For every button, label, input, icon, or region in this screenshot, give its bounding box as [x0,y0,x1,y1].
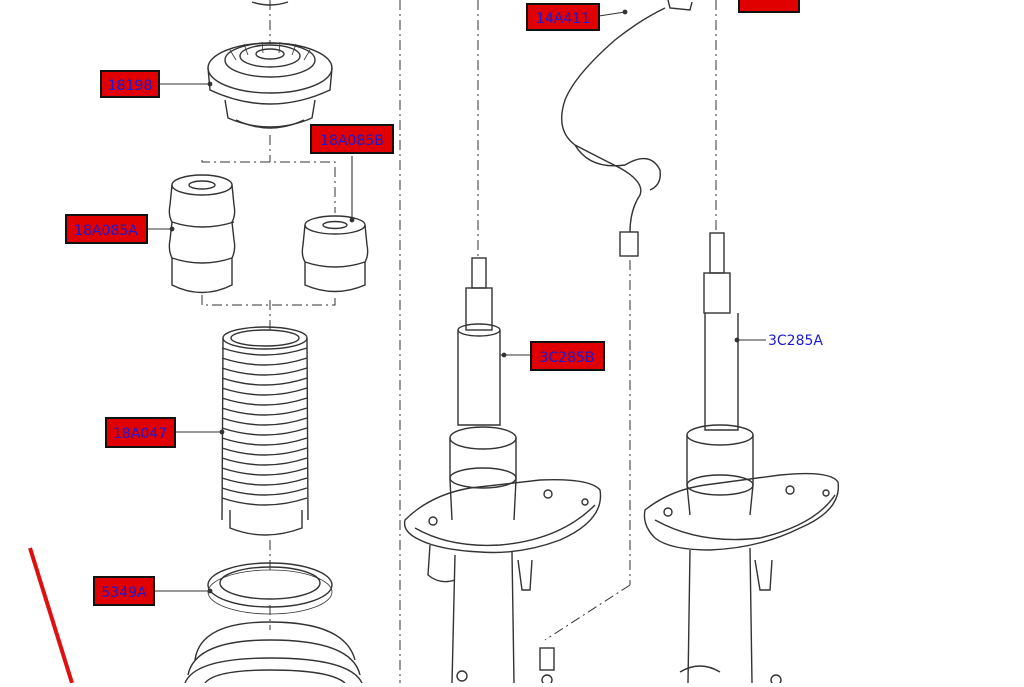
centerline-guides [201,0,717,683]
partial-callout-box [738,0,800,13]
spring-seat-part [207,562,333,615]
callout-18198: 18198 [100,70,160,98]
coil-spring-part [184,621,363,684]
bump-stop-b-part [301,215,369,293]
callout-18198-label: 18198 [108,78,153,94]
strut-left-part [403,257,602,684]
callout-18a085a-label: 18A085A [74,223,138,239]
callout-14a411-label: 14A411 [536,11,590,27]
strut-right-part [643,232,840,684]
callout-18a085a: 18A085A [65,214,148,244]
leader-lines [147,11,766,592]
callout-18a047: 18A047 [105,417,176,448]
upper-mount-part [207,41,333,129]
callout-18a047-label: 18A047 [113,426,167,442]
bump-stop-a-part [168,174,236,294]
callout-14a411: 14A411 [526,3,600,31]
callout-5349a: 5349A [93,576,155,606]
upper-fragment [251,1,289,6]
label-3c285a: 3C285A [768,333,823,349]
dust-boot-part [221,326,309,536]
callout-18a085b-label: 18A085B [320,133,384,149]
callout-5349a-label: 5349A [101,585,147,601]
red-marker-line [28,547,74,684]
callout-3c285b-label: 3C285B [539,350,594,366]
callout-18a085b: 18A085B [310,124,394,154]
sensor-wire-part [456,0,782,686]
callout-3c285b: 3C285B [530,341,605,371]
